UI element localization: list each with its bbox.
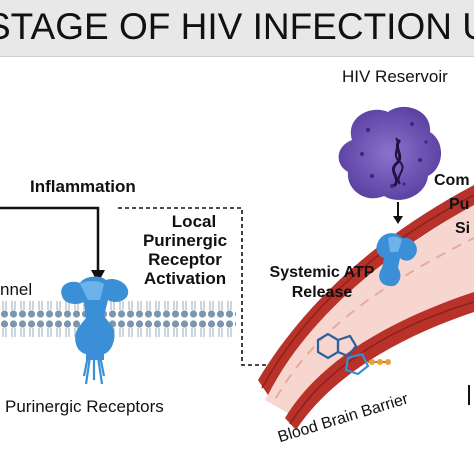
hiv-to-receptor-arrow xyxy=(393,202,403,224)
systemic-atp-line-2: Release xyxy=(291,284,353,301)
local-activation-label: Local Purinergic Receptor Activation xyxy=(130,212,240,288)
local-activation-line-4: Activation xyxy=(143,269,227,288)
com-partial-label: Com xyxy=(434,172,470,189)
hiv-reservoir-label: HIV Reservoir xyxy=(342,67,448,86)
local-activation-line-1: Local xyxy=(171,212,217,231)
purinergic-receptor-icon xyxy=(61,276,129,385)
title-banner: STAGE OF HIV INFECTION U xyxy=(0,0,474,57)
si-partial-label: Si xyxy=(455,220,471,237)
blood-vessel xyxy=(258,185,474,430)
inflammation-connector xyxy=(0,206,105,283)
local-activation-line-2: Purinergic xyxy=(142,231,228,250)
diagram-title: STAGE OF HIV INFECTION U xyxy=(0,6,474,47)
local-activation-line-3: Receptor xyxy=(148,250,222,269)
systemic-atp-line-1: Systemic ATP xyxy=(269,264,375,281)
purinergic-receptors-label: Purinergic Receptors xyxy=(5,397,164,416)
atp-molecule-icon xyxy=(316,332,391,376)
systemic-atp-label: Systemic ATP Release xyxy=(257,263,387,303)
vessel-receptor-icon xyxy=(376,233,417,287)
hiv-reservoir-cell-icon xyxy=(338,106,442,200)
pu-partial-label: Pu xyxy=(449,196,470,213)
inflammation-label: Inflammation xyxy=(30,177,136,196)
channel-partial-label: nnel xyxy=(0,280,33,299)
cell-membrane xyxy=(0,298,236,338)
